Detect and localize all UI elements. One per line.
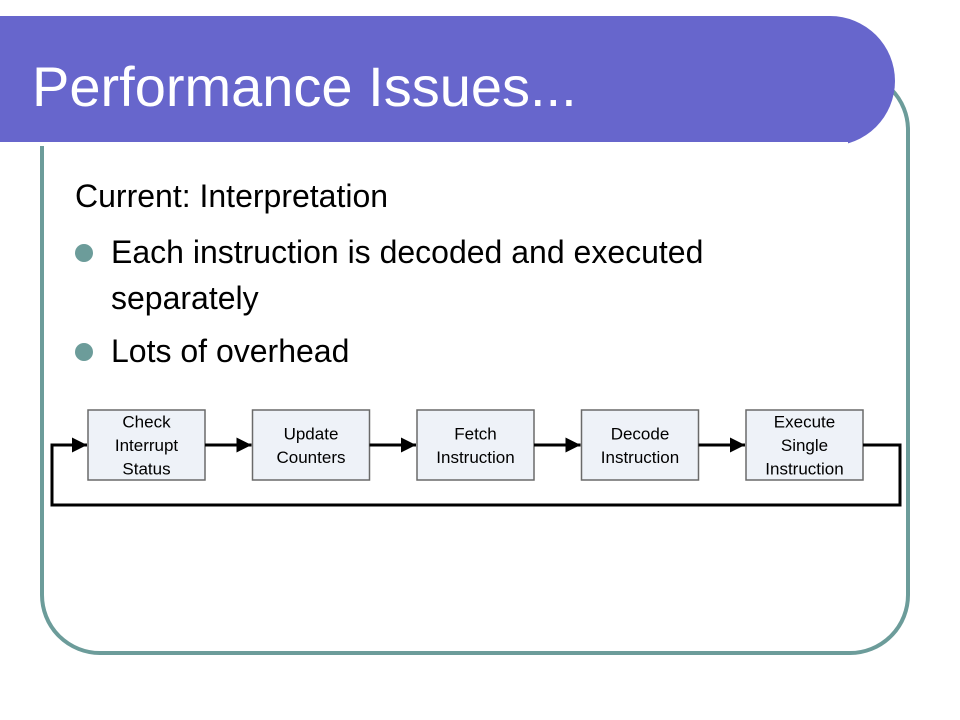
bullet-item: Each instruction is decoded and executed… [75, 229, 815, 321]
step-label: Fetch [454, 424, 497, 443]
step-box [580, 409, 700, 481]
step-label: Decode [611, 424, 670, 443]
step-box [251, 409, 371, 481]
bullet-dot-icon [75, 343, 93, 361]
step-label: Update [284, 424, 339, 443]
bullet-text: Each instruction is decoded and executed… [111, 234, 704, 316]
slide-title: Performance Issues... [32, 55, 577, 118]
subheading: Current: Interpretation [75, 178, 389, 214]
bullet-text: Lots of overhead [111, 333, 350, 369]
step-label: Instruction [601, 448, 679, 467]
step-label: Instruction [436, 448, 514, 467]
bullet-dot-icon [75, 244, 93, 262]
step-label: Instruction [765, 460, 843, 479]
step-label: Counters [277, 448, 346, 467]
title-underline [0, 142, 848, 146]
loop-back-arrow [50, 437, 902, 507]
step-label: Single [781, 436, 828, 455]
step-label: Execute [774, 413, 835, 432]
step-box [87, 409, 206, 481]
step-label: Interrupt [115, 436, 179, 455]
step-label: Status [122, 460, 170, 479]
step-label: Check [122, 413, 171, 432]
bullet-item: Lots of overhead [75, 328, 815, 374]
title-bar: Performance Issues... [0, 16, 895, 146]
step-box [416, 409, 535, 481]
